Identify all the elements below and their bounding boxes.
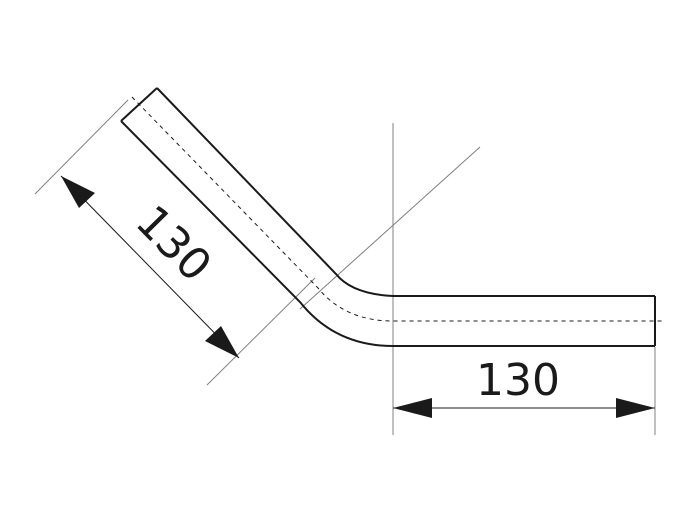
angled-extension-upper <box>34 99 129 195</box>
pipe-outline <box>120 87 656 347</box>
pipe-outer-edge <box>120 120 655 347</box>
angled-dimension-label: 130 <box>126 196 221 292</box>
angled-extension-lower <box>206 277 316 386</box>
straight-dimension: 130 <box>393 355 655 418</box>
pipe-inner-edge <box>156 87 655 297</box>
angled-arrowhead-end <box>205 326 239 358</box>
straight-arrowhead-end <box>616 398 655 418</box>
extension-lines <box>34 99 656 435</box>
angled-dimension-line <box>60 175 240 359</box>
straight-arrowhead-start <box>393 398 432 418</box>
bisector-line <box>299 146 481 310</box>
angled-dimension: 130 <box>60 175 240 359</box>
angled-arrowhead-start <box>61 176 95 208</box>
straight-dimension-label: 130 <box>476 355 560 406</box>
pipe-centerline <box>131 96 664 322</box>
